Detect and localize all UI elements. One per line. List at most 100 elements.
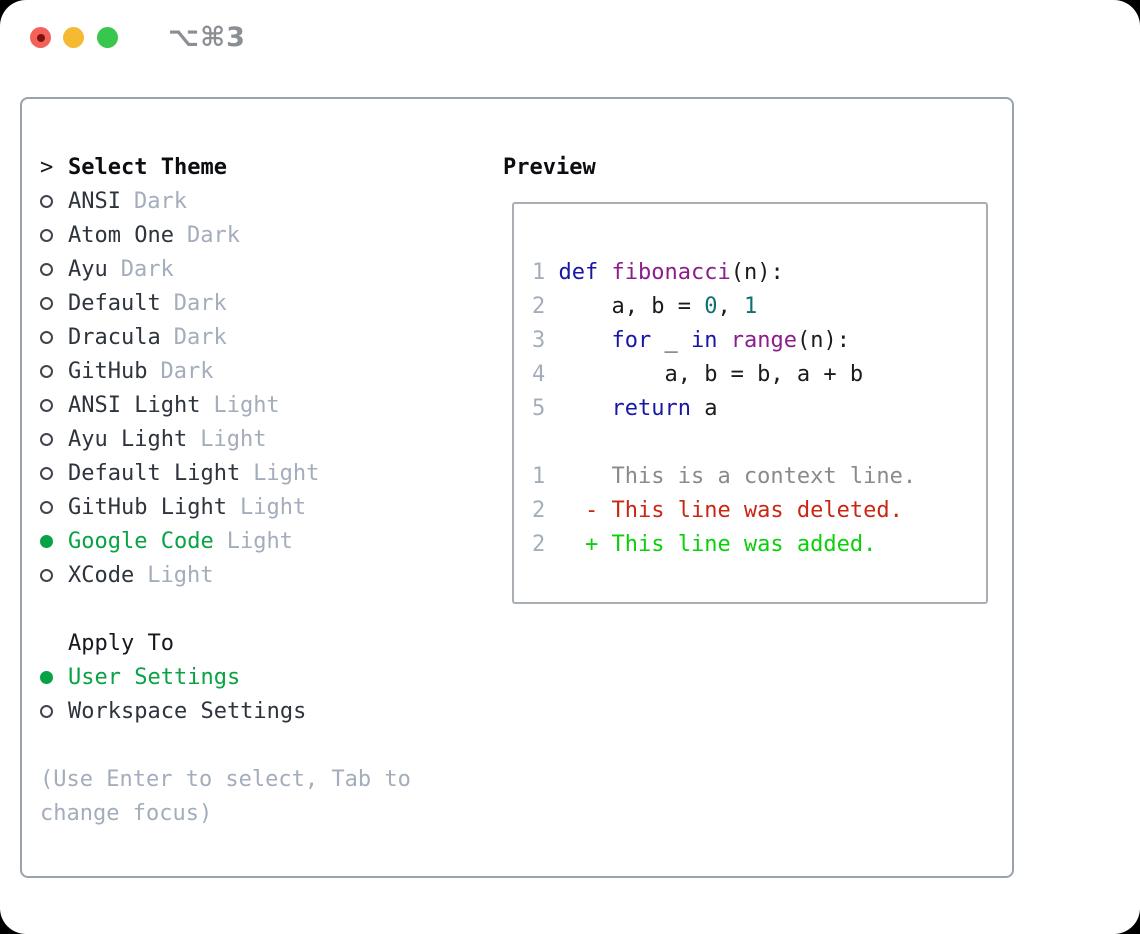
theme-list-item[interactable]: GitHub Dark [40,354,480,388]
radio-icon [40,500,53,514]
code-token: a, b = b, a + b [558,361,864,387]
code-token: (n): [796,327,850,353]
select-theme-heading: > Select Theme [40,150,480,184]
code-line: 3 for _ in range(n): [532,323,986,357]
space [545,260,558,285]
space [545,294,558,319]
code-token: range [730,327,797,353]
code-token: + This line was added. [558,531,877,557]
theme-variant: Light [200,426,267,452]
focus-caret-icon: > [40,154,54,180]
radio-icon [40,398,53,412]
radio-icon [40,704,53,718]
code-token: return [611,395,691,421]
marker-cell [40,359,68,384]
code-token: (n): [730,259,784,285]
blank-line [532,425,986,459]
marker-cell [40,189,68,214]
code-token: in [690,327,718,353]
code-token: , [717,293,744,319]
theme-variant: Dark [120,256,174,282]
theme-variant: Light [147,562,214,588]
marker-cell [40,291,68,316]
radio-icon [40,330,53,344]
minimize-button[interactable] [63,27,84,48]
theme-variant: Light [253,460,320,486]
code-line: 1 def fibonacci(n): [532,255,986,289]
record-dot-icon [36,33,45,42]
hint-text: (Use Enter to select, Tab to change focus… [40,762,480,830]
spacer-row [40,728,480,762]
theme-variant: Dark [186,222,240,248]
radio-icon [40,568,53,582]
theme-name: GitHub Light [68,494,227,520]
titlebar: ⌥⌘3 [0,0,1140,74]
theme-name: XCode [68,562,135,588]
close-button[interactable] [30,27,51,48]
theme-list-item[interactable]: Atom One Dark [40,218,480,252]
code-token: a [690,395,718,421]
theme-name: ANSI Light [68,392,201,418]
code-token: _ [651,327,691,353]
theme-name: Dracula [68,324,161,350]
marker-cell [40,393,68,418]
theme-variant: Dark [160,358,214,384]
code-token [717,328,730,353]
window-title: ⌥⌘3 [168,22,246,53]
line-number: 1 [532,259,546,285]
apply-option-name: User Settings [68,664,241,690]
theme-name: GitHub [68,358,148,384]
radio-icon [40,262,53,276]
theme-variant: Light [213,392,280,418]
theme-list-item[interactable]: Default Light Light [40,456,480,490]
maximize-button[interactable] [97,27,118,48]
radio-selected-icon [40,534,53,548]
apply-option-item[interactable]: User Settings [40,660,480,694]
select-theme-heading-label: Select Theme [68,154,227,180]
theme-list-item[interactable]: XCode Light [40,558,480,592]
code-line: 4 a, b = b, a + b [532,357,986,391]
radio-icon [40,228,53,242]
space [545,498,558,523]
line-number: 4 [532,361,546,387]
apply-option-name: Workspace Settings [68,698,307,724]
apply-option-item[interactable]: Workspace Settings [40,694,480,728]
code-line: 1 This is a context line. [532,459,986,493]
apply-to-heading: Apply To [40,626,480,660]
radio-icon [40,466,53,480]
theme-list-item[interactable]: ANSI Light Light [40,388,480,422]
hint-line: change focus) [40,800,213,826]
theme-name: Ayu Light [68,426,188,452]
code-line: 5 return a [532,391,986,425]
theme-list-item[interactable]: Ayu Light Light [40,422,480,456]
radio-icon [40,296,53,310]
code-token: 0 [704,293,718,319]
hint-line: (Use Enter to select, Tab to [40,766,411,792]
radio-selected-icon [40,670,53,684]
theme-name: Atom One [68,222,174,248]
marker-cell [40,529,68,554]
code-line: 2 + This line was added. [532,527,986,561]
space [545,328,558,353]
theme-variant: Dark [173,324,227,350]
code-token: 1 [743,293,758,319]
radio-icon [40,432,53,446]
theme-name: Default Light [68,460,241,486]
theme-variant: Dark [133,188,187,214]
line-number: 5 [532,395,546,421]
theme-list-item[interactable]: Dracula Dark [40,320,480,354]
preview-column: Preview 1 def fibonacci(n):2 a, b = 0, 1… [503,150,999,604]
marker-cell [40,665,68,690]
